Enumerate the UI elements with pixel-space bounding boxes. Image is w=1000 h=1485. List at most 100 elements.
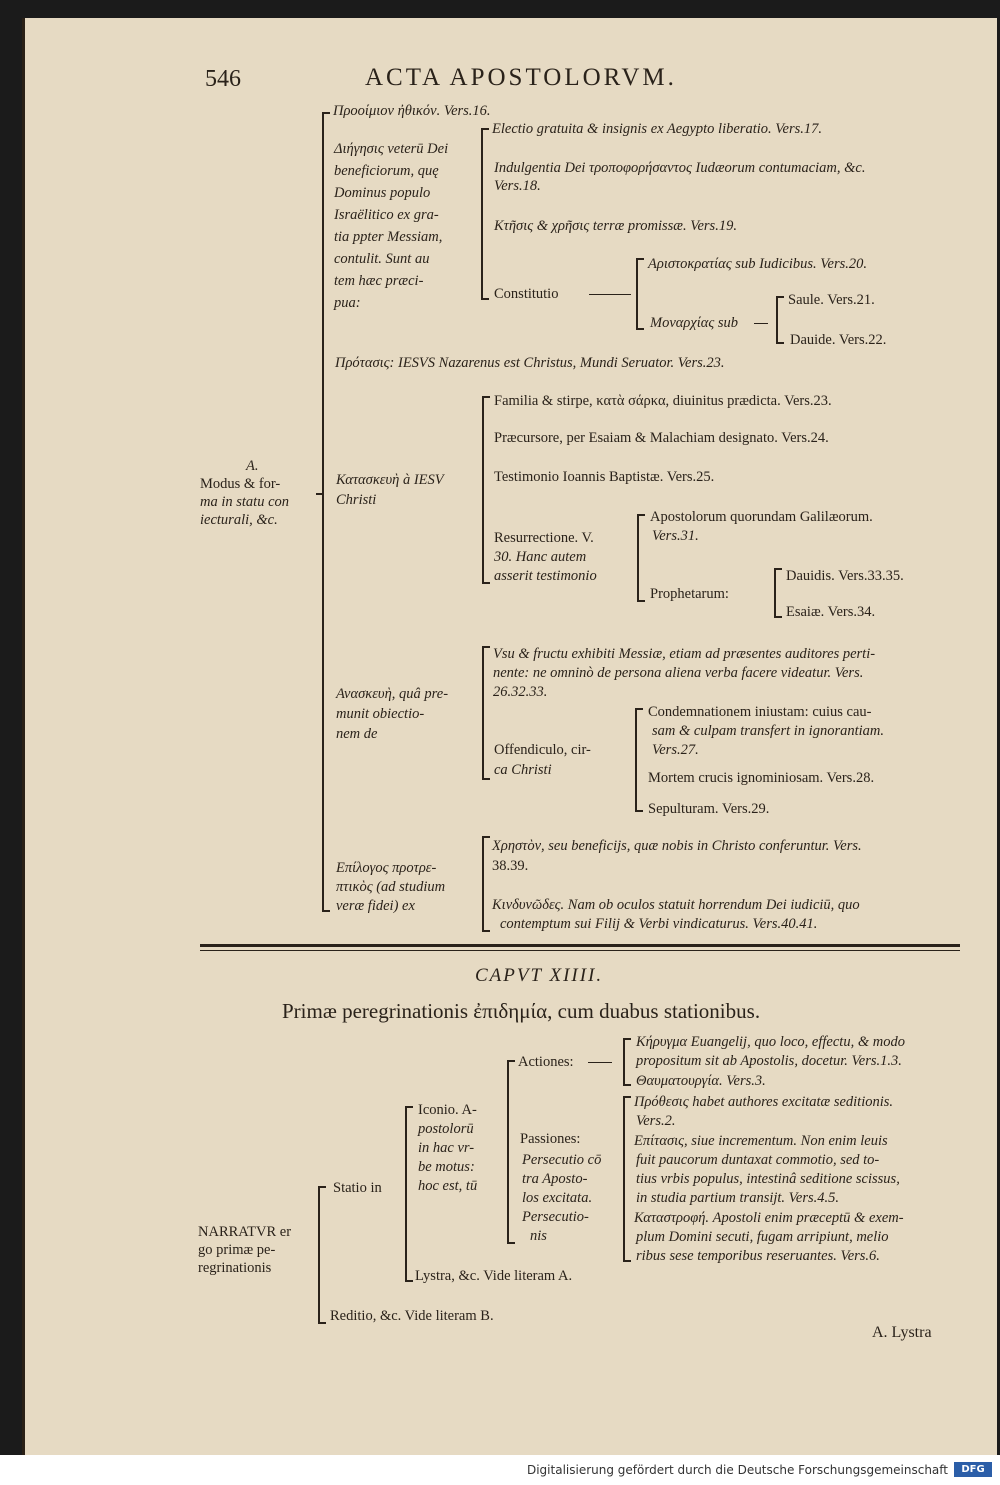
prothesis: Πρόθεσις habet authores excitatæ seditio…	[634, 1094, 894, 1110]
root-connector	[316, 493, 324, 495]
iconio-line-2: postolorū	[418, 1121, 474, 1137]
epilogus-brace-bottom	[482, 930, 490, 932]
chreston: Χρηστὸν, seu beneficijs, quæ nobis in Ch…	[492, 838, 862, 854]
epilogus-line-1: Επίλογος προτρε-	[336, 860, 437, 876]
epilogus-brace	[482, 836, 484, 932]
monarchia: Μοναρχίας sub	[650, 315, 739, 331]
chapter-title: Primæ peregrinationis ἐπιδημία, cum duab…	[282, 999, 761, 1023]
offendiculo-brace	[635, 708, 637, 812]
monarchia-brace-bottom	[776, 342, 784, 344]
testimonio: Testimonio Ioannis Baptistæ. Vers.25.	[494, 469, 715, 485]
narratio-brace-bottom	[481, 298, 489, 300]
monarchia-brace-top	[776, 296, 784, 298]
katastrophe-2: plum Domini secuti, fugam arripiunt, mel…	[636, 1229, 889, 1245]
statio-brace-top	[405, 1106, 413, 1108]
root-letter: A.	[246, 458, 259, 474]
mortem: Mortem crucis ignominiosam. Vers.28.	[648, 770, 875, 786]
dauidis: Dauidis. Vers.33.35.	[786, 568, 904, 584]
offendiculo-brace-bottom	[635, 810, 643, 812]
kindynodes-2: contemptum sui Filij & Verbi vindicaturu…	[500, 916, 818, 932]
resurrectio-line-1: Resurrectione. V.	[494, 530, 594, 546]
condemnationem-vers: Vers.27.	[652, 742, 699, 758]
book-page	[22, 18, 997, 1455]
esaiae: Esaiæ. Vers.34.	[786, 604, 876, 620]
confirmatio-brace	[482, 396, 484, 584]
iconio-line-3: in hac vr-	[418, 1140, 475, 1156]
narratio-line-1: Διήγησις veterū Dei	[334, 141, 449, 157]
root-line-1: Modus & for-	[200, 476, 281, 492]
dauide: Dauide. Vers.22.	[790, 332, 887, 348]
electio: Electio gratuita & insignis ex Aegypto l…	[492, 121, 822, 137]
condemnationem-2: sam & culpam transfert in ignorantiam.	[652, 723, 885, 739]
offendiculo-line-1: Offendiculo, cir-	[494, 742, 591, 758]
reditio: Reditio, &c. Vide literam B.	[330, 1308, 494, 1324]
kindynodes: Κινδυνῶδες. Nam ob oculos statuit horren…	[492, 897, 860, 913]
constitutio-brace-top	[636, 258, 644, 260]
iconio-brace-top	[507, 1060, 515, 1062]
refutatio-line-3: nem de	[336, 726, 378, 742]
passiones: Passiones:	[520, 1131, 581, 1147]
root-line-3: iecturali, &c.	[200, 512, 278, 528]
epitasis: Επίτασις, siue incrementum. Non enim leu…	[634, 1133, 888, 1149]
dfg-logo: DFG	[954, 1462, 992, 1477]
passiones-2: Persecutio cō	[522, 1152, 602, 1168]
condemnationem: Condemnationem iniustam: cuius cau-	[648, 704, 872, 720]
indulgentia: Indulgentia Dei τροποφορήσαντος Iudæorum…	[494, 160, 866, 176]
resurrectio-brace-bottom	[637, 600, 645, 602]
epitasis-3: tius vrbis populus, intestinâ seditione …	[636, 1171, 900, 1187]
monarchia-brace	[776, 296, 778, 344]
praecursore: Præcursore, per Esaiam & Malachiam desig…	[494, 430, 829, 446]
running-title: ACTA APOSTOLORVM.	[365, 64, 677, 91]
narratio-line-3: Dominus populo	[334, 185, 431, 201]
narratio-line-8: pua:	[334, 295, 361, 311]
narratio-brace-top	[481, 128, 489, 130]
kerygma-2: propositum sit ab Apostolis, docetur. Ve…	[636, 1053, 902, 1069]
narratio-line-5: tia ppter Messiam,	[334, 229, 443, 245]
indulgentia-vers: Vers.18.	[494, 178, 541, 194]
narratur-brace	[318, 1186, 320, 1324]
epilogus-line-3: veræ fidei) ex	[336, 898, 415, 914]
iconio-line-1: Iconio. A-	[418, 1102, 477, 1118]
actiones-brace-top	[623, 1038, 631, 1040]
vsu-line-2: nente: ne omninò de persona aliena verba…	[493, 665, 864, 681]
narratur-brace-bottom	[318, 1322, 326, 1324]
main-brace-bottom	[322, 910, 330, 912]
saule: Saule. Vers.21.	[788, 292, 875, 308]
katastrophe: Καταστροφή. Apostoli enim præceptū & exe…	[634, 1210, 904, 1226]
catchword: A. Lystra	[872, 1324, 932, 1341]
prooemium: Προοίμιον ἠθικόν. Vers.16.	[333, 103, 491, 119]
vsu-line-1: Vsu & fructu exhibiti Messiæ, etiam ad p…	[493, 646, 876, 662]
refutatio-brace-bottom	[482, 778, 490, 780]
constitutio-brace	[636, 258, 638, 330]
main-brace	[322, 112, 324, 912]
statio-brace	[405, 1106, 407, 1282]
iconio-brace-bottom	[507, 1242, 515, 1244]
iconio-brace	[507, 1060, 509, 1244]
confirmatio-brace-bottom	[482, 582, 490, 584]
thaumaturgia: Θαυματουργία. Vers.3.	[636, 1073, 766, 1089]
narratio-line-2: beneficiorum, quę	[334, 163, 439, 179]
monarchia-dash	[754, 323, 768, 324]
constitutio-brace-bottom	[636, 328, 644, 330]
passiones-3: tra Aposto-	[522, 1171, 588, 1187]
narratur-brace-top	[318, 1186, 326, 1188]
narratio-line-7: tem hæc præci-	[334, 273, 424, 289]
passiones-6: nis	[530, 1228, 547, 1244]
root-line-2: ma in statu con	[200, 494, 290, 510]
confirmatio-line-1: Κατασκευὴ à IESV	[336, 472, 444, 488]
narratur-line-3: regrinationis	[198, 1260, 272, 1276]
resurrectio-brace-top	[637, 514, 645, 516]
resurrectio-brace	[637, 514, 639, 602]
prophetarum-brace-top	[774, 568, 782, 570]
prothesis-vers: Vers.2.	[636, 1113, 676, 1129]
actiones: Actiones:	[518, 1054, 574, 1070]
passiones-brace-bottom	[623, 1260, 631, 1262]
actiones-dash	[588, 1062, 612, 1063]
refutatio-brace	[482, 646, 484, 780]
ktesis: Κτῆσις & χρῆσις terræ promissæ. Vers.19.	[494, 218, 737, 234]
chapter-heading: CAPVT XIIII.	[475, 965, 604, 986]
digitization-footer: Digitalisierung gefördert durch die Deut…	[0, 1455, 1000, 1485]
narratio-brace	[481, 128, 483, 300]
resurrectio-line-3: asserit testimonio	[494, 568, 597, 584]
propositio: Πρότασις: IESVS Nazarenus est Christus, …	[335, 355, 725, 371]
